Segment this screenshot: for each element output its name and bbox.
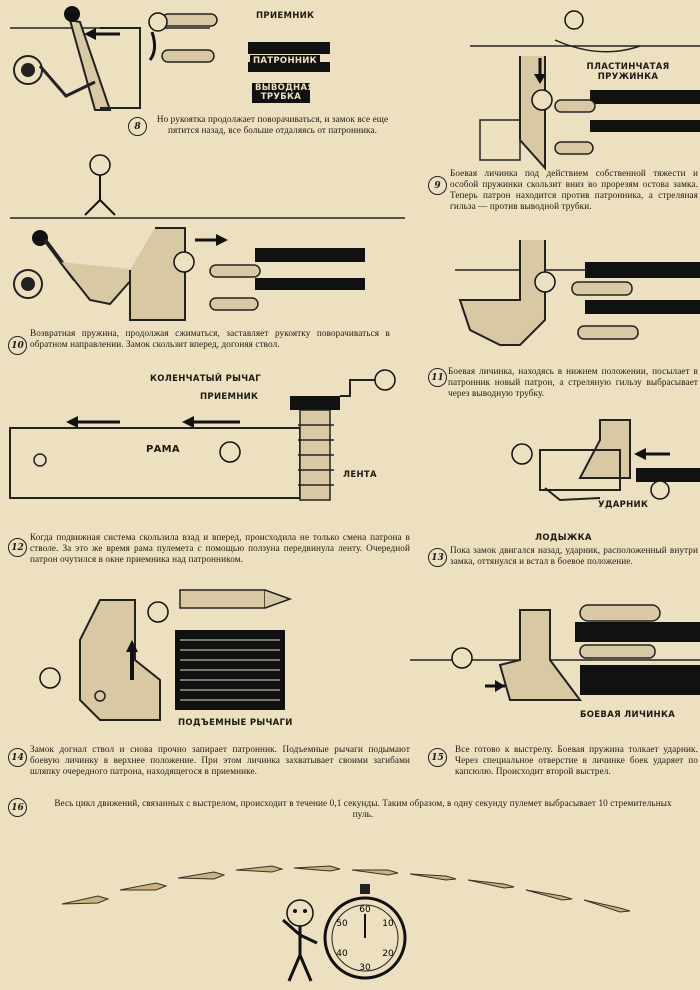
panel-11-caption: Боевая личинка, находясь в нижнем положе… (448, 366, 698, 398)
stopwatch-tick-50: 50 (336, 919, 348, 929)
panel-number-11: 11 (428, 368, 447, 387)
panel-16-caption: Весь цикл движений, связанных с выстрело… (54, 798, 672, 819)
panel-number-13: 13 (428, 548, 447, 567)
panel-12-caption: Когда подвижная система скользила взад и… (30, 532, 410, 564)
panel-9-illustration (470, 10, 700, 171)
label-belt: ЛЕНТА (343, 470, 377, 480)
panel-8-caption: Но рукоятка продолжает поворачиваться, и… (156, 114, 389, 135)
panel-10-illustration (10, 154, 405, 321)
label-chamber: ПАТРОННИК (250, 55, 320, 67)
label-plate-spring: ПЛАСТИНЧАТАЯ ПРУЖИНКА (586, 62, 670, 82)
panel-15-caption: Все готово к выстрелу. Боевая пружина то… (455, 744, 698, 776)
label-firing-lock: БОЕВАЯ ЛИЧИНКА (580, 710, 676, 720)
stopwatch: 60 10 20 30 40 50 (323, 884, 407, 980)
panel-number-9: 9 (428, 176, 447, 195)
label-boat: ЛОДЫЖКА (535, 533, 592, 543)
stopwatch-tick-60: 60 (359, 905, 371, 915)
stopwatch-tick-20: 20 (382, 949, 394, 959)
panel-13-caption: Пока замок двигался назад, ударник, расп… (450, 545, 698, 566)
panel-14-illustration (39, 589, 293, 721)
stopwatch-tick-40: 40 (336, 949, 348, 959)
stopwatch-tick-30: 30 (359, 963, 371, 973)
label-receiver-12: ПРИЕМНИК (200, 392, 259, 402)
panel-15-illustration (410, 604, 700, 701)
panel-11-illustration (455, 240, 700, 346)
panel-number-12: 12 (8, 538, 27, 557)
panel-9-caption: Боевая личинка под действием собственной… (450, 168, 698, 211)
label-frame: РАМА (146, 444, 180, 455)
panel-8-illustration (10, 6, 330, 111)
panel-number-14: 14 (8, 748, 27, 767)
label-receiver: ПРИЕМНИК (256, 11, 315, 21)
mascot-figure (282, 899, 318, 982)
label-striker: УДАРНИК (598, 500, 649, 510)
panel-number-8: 8 (128, 117, 147, 136)
stopwatch-tick-10: 10 (382, 919, 394, 929)
panel-number-15: 15 (428, 748, 447, 767)
label-ejector-tube: ВЫВОДНАЯ ТРУБКА (252, 83, 314, 103)
panel-number-16: 16 (8, 798, 27, 817)
panel-10-caption: Возвратная пружина, продолжая сжиматься,… (30, 328, 390, 349)
panel-13-illustration (511, 419, 700, 502)
label-lifting-levers: ПОДЪЕМНЫЕ РЫЧАГИ (178, 718, 293, 728)
panel-14-caption: Замок догнал ствол и снова прочно запира… (30, 744, 410, 776)
label-toggle-lever: КОЛЕНЧАТЫЙ РЫЧАГ (150, 374, 261, 384)
panel-number-10: 10 (8, 336, 27, 355)
panel-12-illustration (9, 369, 396, 501)
